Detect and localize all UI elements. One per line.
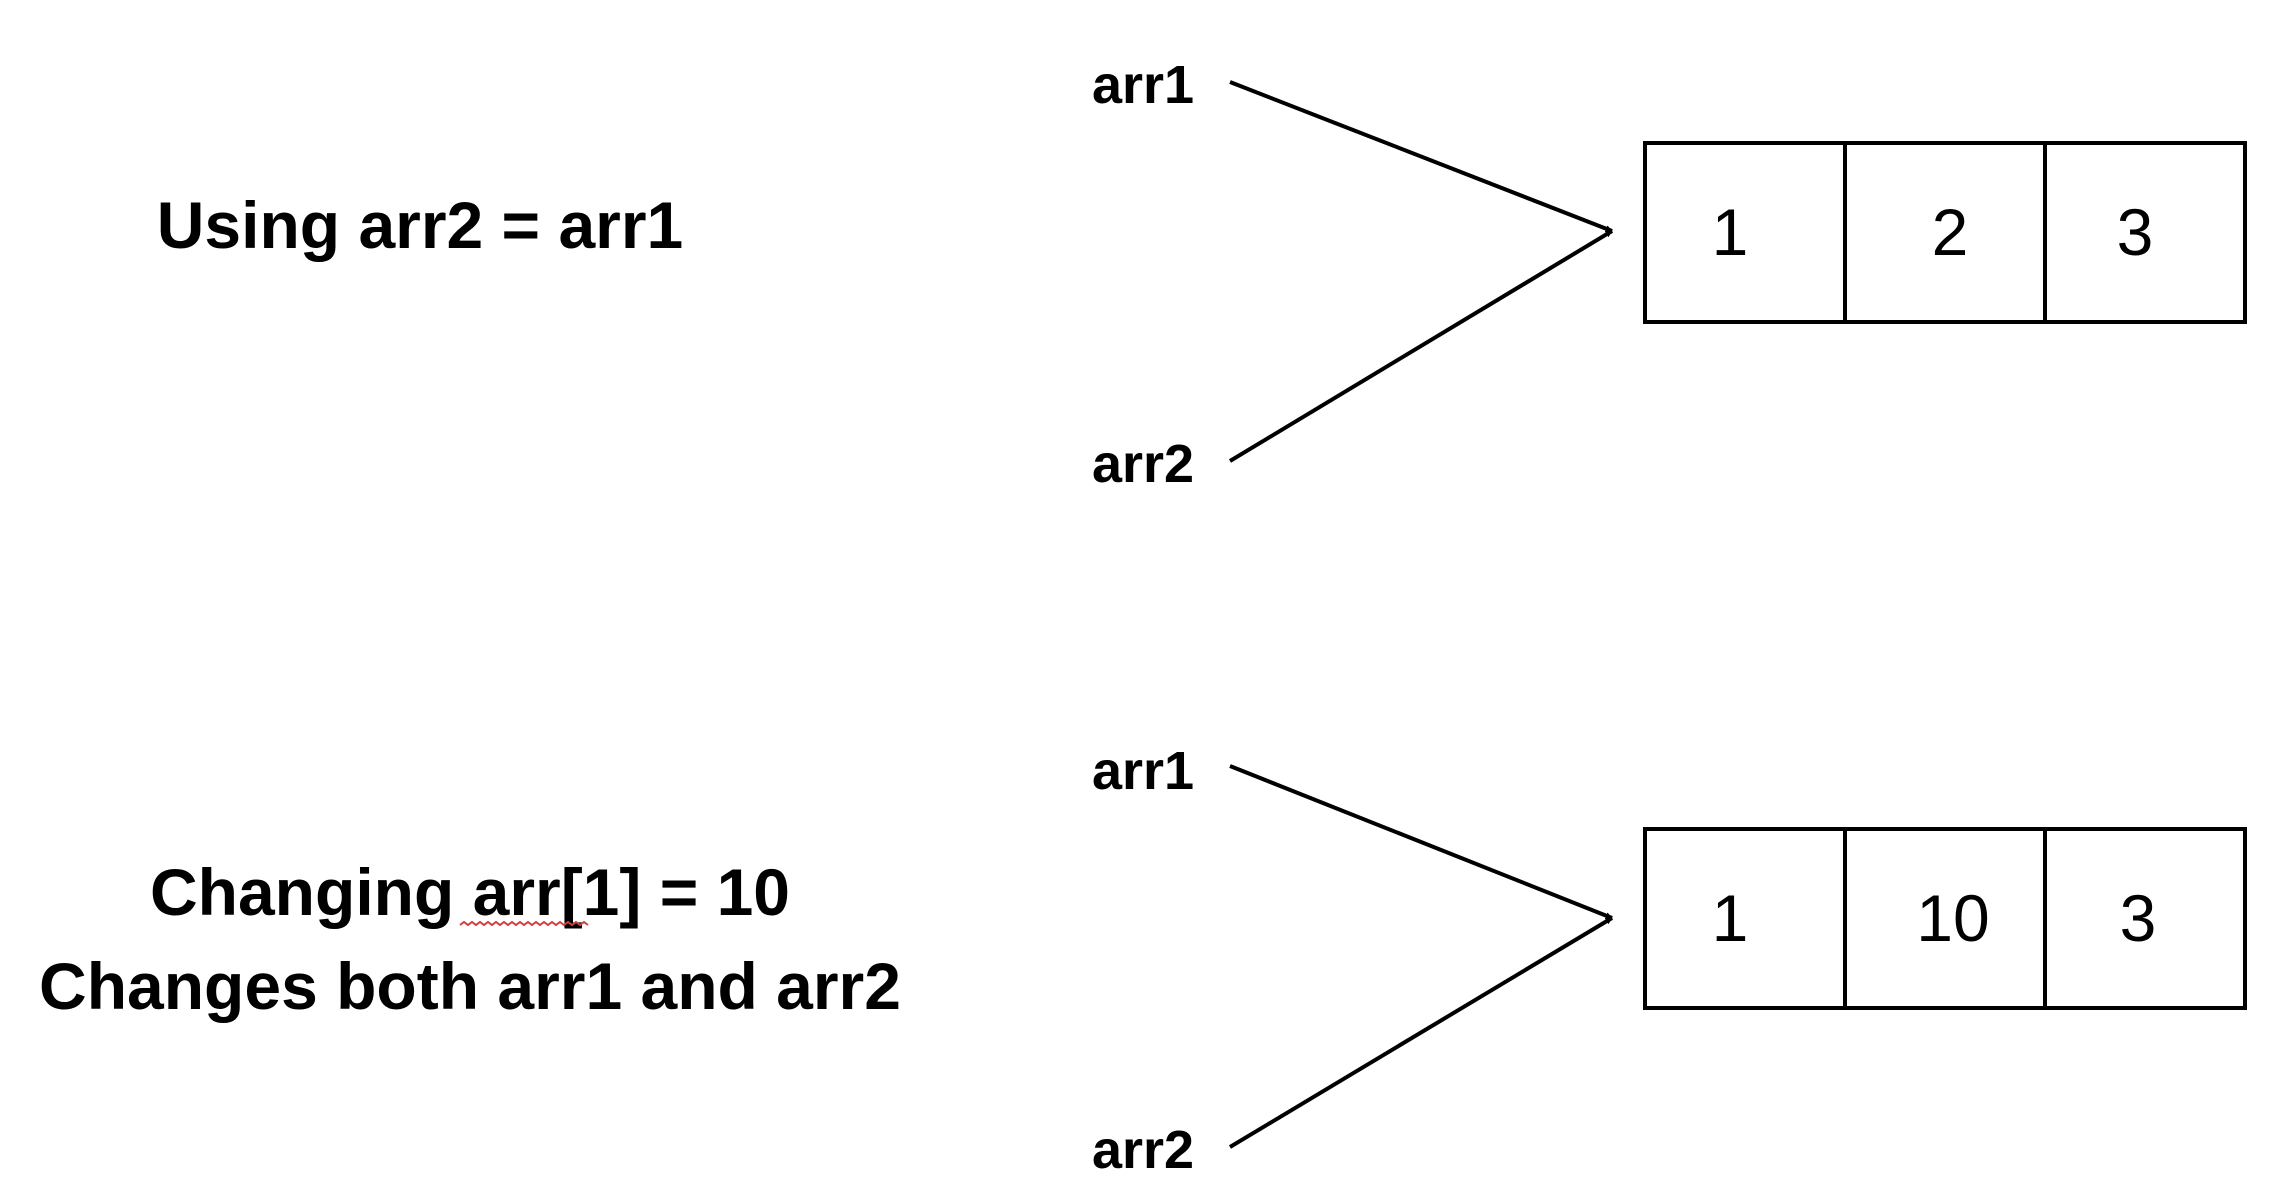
panel-2-arr1-label: arr1: [1092, 741, 1194, 801]
panel-1-arr2-label: arr2: [1092, 434, 1194, 494]
panel-1-array: 1 2 3: [1643, 141, 2247, 324]
panel-1-arr1-arrow: [1229, 80, 1613, 233]
panel-assignment: Using arr2 = arr1 arr1 arr2 1 2 3: [157, 55, 2247, 494]
panel-2-arr1-arrow: [1229, 764, 1613, 920]
panel-1-cell-2-value: 3: [2117, 195, 2154, 269]
panel-2-cell-0-value: 1: [1712, 881, 1749, 955]
panel-mutation: Changing arr[1] = 10 Changes both arr1 a…: [39, 741, 2247, 1180]
panel-2-cell-1-value: 10: [1916, 881, 1989, 955]
panel-1-caption: Using arr2 = arr1: [157, 188, 683, 262]
spellcheck-underline: [459, 920, 589, 927]
panel-2-caption-line-1: Changing arr[1] = 10: [150, 855, 790, 929]
panel-2-caption-line-2: Changes both arr1 and arr2: [39, 949, 901, 1023]
panel-1-cell-2: [2043, 141, 2247, 324]
panel-1-cell-0-value: 1: [1712, 195, 1749, 269]
panel-1-arr2-arrow: [1228, 229, 1614, 463]
panel-2-arr2-label: arr2: [1092, 1120, 1194, 1180]
panel-1-arr1-label: arr1: [1092, 55, 1194, 115]
panel-2-cell-2: [2043, 827, 2247, 1010]
panel-2-cell-2-value: 3: [2120, 881, 2157, 955]
panel-2-arr2-arrow: [1228, 916, 1614, 1149]
panel-1-cell-1-value: 2: [1932, 195, 1969, 269]
panel-2-array: 1 10 3: [1643, 827, 2247, 1010]
